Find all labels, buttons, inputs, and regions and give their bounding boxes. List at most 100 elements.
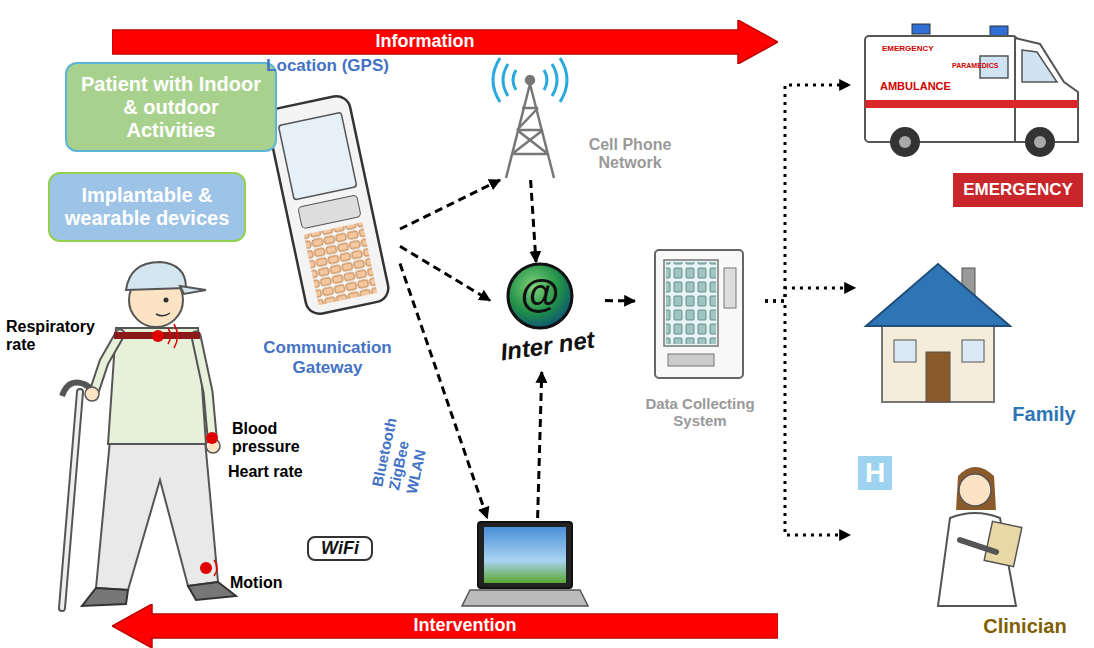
data-server-icon: [668, 354, 714, 366]
measure-label: Respiratory rate: [6, 318, 110, 355]
van-text: EMERGENCY: [882, 44, 952, 53]
node-text: Family: [1003, 403, 1085, 426]
data-server-icon: [724, 268, 736, 308]
patient-figure: [94, 334, 120, 392]
node-text: Communication Gateway: [255, 338, 400, 377]
node-text: Data Collecting System: [635, 395, 765, 430]
patient-figure: [180, 286, 206, 294]
data-server-icon: [666, 262, 716, 344]
node-text: Location (GPS): [255, 56, 400, 76]
phone-icon: [298, 195, 361, 229]
ambulance-icon: [990, 26, 1008, 36]
patient-figure: [196, 336, 212, 436]
connector-arrow: [531, 180, 536, 262]
arrow-shape: [112, 20, 778, 64]
patient-figure: [214, 560, 217, 576]
measure-label: Heart rate: [228, 463, 338, 481]
node-text: Clinician: [968, 615, 1082, 638]
data-server-icon: [655, 250, 743, 378]
clinician-icon: [857, 455, 893, 491]
patient-figure: [200, 562, 212, 574]
clinician-node: Clinician: [850, 450, 1088, 645]
patient-figure: [196, 336, 212, 436]
patient-figure: [62, 392, 80, 608]
measure-label: Blood pressure: [232, 420, 332, 457]
phone-icon: [265, 94, 391, 317]
ambulance-icon: [1034, 136, 1046, 148]
gateway-phone: Location (GPS) Communication Gateway: [255, 56, 400, 402]
node-text: Information: [112, 31, 738, 52]
connector-arrow: [538, 372, 542, 518]
house-icon: [882, 318, 994, 402]
connector-arrow: [605, 299, 635, 303]
cell-tower-icon: [503, 64, 557, 96]
node-text: EMERGENCY: [953, 173, 1083, 207]
laptop-icon: [478, 522, 572, 588]
device-box: Implantable & wearable devices: [48, 172, 246, 242]
house-icon: [894, 340, 916, 362]
cell-tower-icon: [493, 58, 567, 102]
ambulance-icon: [890, 127, 920, 157]
patient-box: Patient with Indoor & outdoor Activities: [65, 62, 277, 152]
patient-figure: [96, 440, 218, 590]
laptop-icon: [462, 590, 588, 606]
patient-figure: [168, 324, 178, 348]
connector-arrow: [400, 180, 500, 229]
house-icon: [866, 264, 1010, 326]
patient-figure: [82, 588, 128, 606]
van-text: PARAMEDICS: [952, 62, 1010, 70]
connector-arrow: [765, 288, 855, 301]
house-icon: [866, 264, 1010, 402]
phone-icon: [304, 222, 378, 305]
wifi-logo: WiFi: [307, 536, 373, 561]
patient-figure: [156, 313, 170, 316]
patient-figure: [62, 262, 236, 608]
ambulance-icon: [912, 24, 930, 34]
laptop-icon: [484, 527, 566, 583]
patient-figure: [126, 262, 186, 290]
clinician-icon: [959, 474, 991, 506]
intervention-arrow: Intervention: [112, 604, 778, 648]
information-arrow: Information: [112, 20, 778, 64]
ambulance-icon: [899, 136, 911, 148]
patient-figure: [188, 582, 236, 600]
cell-tower-icon: [513, 70, 547, 90]
patient-figure: [152, 330, 164, 342]
connector-arrow: [765, 301, 850, 535]
clinician-icon: [956, 467, 996, 510]
house-icon: [962, 340, 984, 362]
patient-figure: [62, 392, 80, 608]
ambulance-icon: [865, 24, 1078, 157]
node-text: Patient with Indoor & outdoor Activities: [77, 73, 265, 142]
ambulance-icon: [1015, 38, 1078, 142]
cell-tower-icon: [526, 76, 534, 84]
node-text: Implantable & wearable devices: [60, 184, 234, 230]
clinician-icon: [960, 540, 996, 552]
clinician-icon: [984, 521, 1022, 566]
hospital-sign: H: [857, 457, 893, 489]
ambulance-icon: [865, 36, 1017, 142]
connector-arrow: [765, 85, 850, 301]
connector-arrow: [400, 246, 490, 300]
phone-icon: [278, 112, 356, 200]
node-text: Inter net: [489, 324, 607, 367]
protocol-label: Bluetooth ZigBee WLAN: [368, 406, 435, 495]
phone-icon: [265, 94, 391, 317]
van-text: AMBULANCE: [880, 80, 970, 93]
data-server-icon: [655, 250, 743, 378]
at-symbol: @: [508, 270, 572, 316]
patient-figure: [85, 387, 99, 401]
arrow-shape: [112, 604, 778, 648]
patient-figure: [164, 298, 169, 303]
cell-tower-icon: [506, 84, 554, 178]
node-text: Cell Phone Network: [580, 136, 680, 173]
node-text: Intervention: [152, 615, 778, 636]
patient-figure: [108, 328, 206, 444]
data-system: Data Collecting System: [635, 243, 765, 443]
cell-tower-icon: [493, 58, 567, 178]
ambulance-icon: [1022, 50, 1057, 82]
laptop-node: [462, 518, 588, 608]
clinician-icon: [857, 455, 1022, 606]
ambulance-node: EMERGENCY: [850, 5, 1088, 220]
patient-figure: [206, 432, 218, 444]
